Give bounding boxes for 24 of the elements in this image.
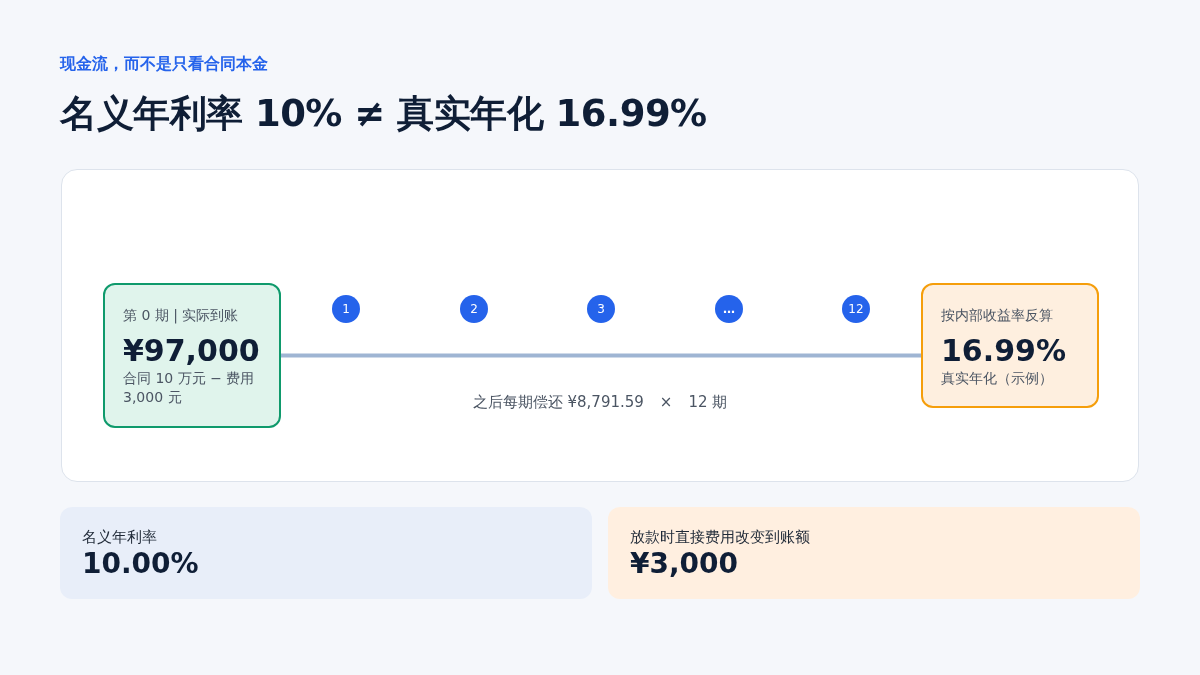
period-marker: 12 [842,295,870,323]
period-marker: 1 [332,295,360,323]
stat-label: 名义年利率 [82,527,157,547]
period-marker: … [715,295,743,323]
stat-value: 10.00% [82,547,199,581]
stat-label: 放款时直接费用改变到账额 [630,527,810,547]
fee-card [608,507,1140,599]
kicker-text: 现金流，而不是只看合同本金 [60,53,268,75]
period-marker: 2 [460,295,488,323]
repayment-amount: 之后每期偿还 ¥8,791.59 [472,392,644,413]
stat-value: ¥3,000 [630,547,739,581]
irr-result-card [921,283,1099,408]
multiply-sign: × [659,392,673,413]
timeline-line [281,353,921,358]
card-heading: 第 0 期 | 实际到账 [123,306,239,325]
card-heading: 按内部收益率反算 [941,306,1053,325]
period-marker: 3 [587,295,615,323]
amount-note: 合同 10 万元 − 费用 3,000 元 [123,369,256,407]
period-count: 12 期 [688,392,728,413]
amount-value: ¥97,000 [123,333,260,369]
rate-value: 16.99% [941,333,1066,369]
cash-inflow-card [103,283,281,428]
title: 名义年利率 10% ≠ 真实年化 16.99% [60,91,707,137]
rate-note: 真实年化（示例） [941,369,1053,388]
